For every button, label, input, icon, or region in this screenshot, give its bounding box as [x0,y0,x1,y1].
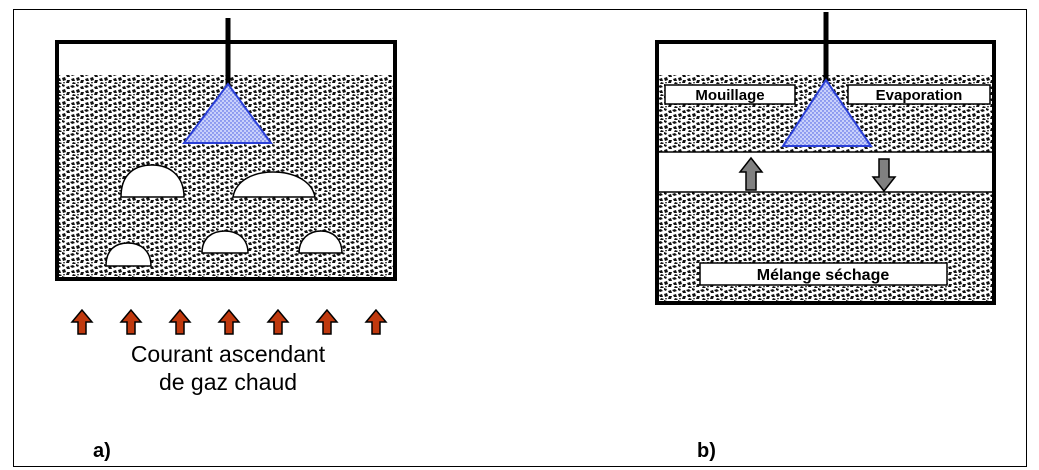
panel-a: Courant ascendant de gaz chaud a) [55,18,397,462]
gas-caption-line1: Courant ascendant [131,341,326,367]
gas-arrow [119,308,143,335]
transfer-zone [656,151,995,193]
spray-cone-a [182,82,273,144]
gas-arrow [168,308,192,335]
bubble [232,171,316,198]
gas-arrow [217,308,241,335]
bubble [201,230,249,254]
gas-arrow [364,308,388,335]
bubble [298,230,343,254]
gas-arrow [315,308,339,335]
wetting-label-box [664,84,796,105]
gas-bubbles [105,164,343,267]
drying-zone-bed [657,192,994,303]
panel-b: Mouillage Evaporation Mélange séchage b) [655,12,996,462]
gas-arrow [70,308,94,335]
panel-a-tag: a) [93,440,111,462]
panel-b-tag: b) [697,440,716,462]
drying-label: Mélange séchage [757,267,890,284]
up-flow-arrow [738,156,764,191]
wetting-label: Mouillage [695,87,764,104]
bubble [120,164,185,198]
evaporation-label: Evaporation [876,87,963,104]
vessel-b [655,40,996,305]
bubble [105,242,152,267]
gas-caption-line2: de gaz chaud [159,369,297,395]
down-flow-arrow [871,158,897,193]
vessel-a [55,40,397,281]
drying-label-box [699,262,948,286]
spray-cone-b [781,78,873,147]
evaporation-label-box [847,84,991,105]
gas-arrow [266,308,290,335]
gas-arrows [70,308,388,335]
